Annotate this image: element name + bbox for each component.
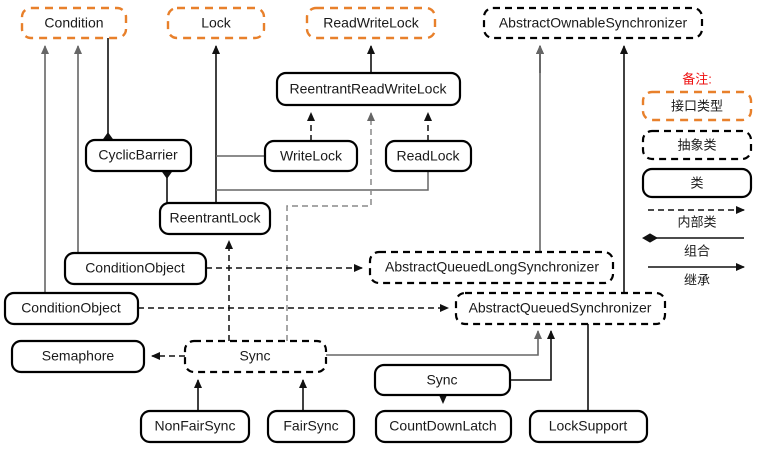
node-semaphore[interactable]: Semaphore	[10, 339, 146, 374]
node-condition[interactable]: Condition	[20, 6, 128, 40]
node-reentrantlock[interactable]: ReentrantLock	[158, 201, 272, 236]
legend-label-inheritance: 继承	[684, 272, 710, 287]
node-countdownlatch[interactable]: CountDownLatch	[374, 409, 513, 444]
node-label-abstractqueuedlongsynchronizer: AbstractQueuedLongSynchronizer	[385, 259, 599, 275]
node-abstractownablesynchronizer[interactable]: AbstractOwnableSynchronizer	[482, 6, 704, 40]
node-label-reentrantlock: ReentrantLock	[169, 210, 261, 226]
node-readwritelock[interactable]: ReadWriteLock	[305, 6, 437, 40]
edge-syncB-aqs	[510, 330, 555, 381]
node-label-fairsync: FairSync	[283, 418, 338, 434]
node-label-lock: Lock	[201, 15, 232, 31]
node-conditionobject-lower[interactable]: ConditionObject	[3, 291, 140, 326]
node-nonfairsync[interactable]: NonFairSync	[139, 409, 251, 444]
legend-label-interface: 接口类型	[671, 98, 723, 113]
node-label-conditionobject-lower: ConditionObject	[21, 300, 121, 316]
edge-condition-cyclicbarrier	[102, 38, 114, 148]
legend-label-inner-class: 内部类	[677, 214, 716, 229]
node-label-conditionobject-upper: ConditionObject	[85, 260, 185, 276]
legend-label-abstract: 抽象类	[677, 137, 716, 152]
node-label-sync-abstract: Sync	[239, 348, 270, 364]
node-label-sync-class: Sync	[426, 372, 457, 388]
node-abstractqueuedlongsynchronizer[interactable]: AbstractQueuedLongSynchronizer	[368, 250, 615, 285]
node-label-reentrantreadwritelock: ReentrantReadWriteLock	[290, 81, 448, 97]
node-lock[interactable]: Lock	[166, 6, 266, 40]
node-locksupport[interactable]: LockSupport	[528, 409, 649, 444]
edge-sync-rrwl	[286, 112, 375, 341]
node-conditionobject-upper[interactable]: ConditionObject	[63, 251, 208, 286]
node-cyclicbarrier[interactable]: CyclicBarrier	[84, 138, 193, 173]
node-label-readwritelock: ReadWriteLock	[323, 15, 419, 31]
edge-readlock-lockline	[216, 171, 429, 191]
node-label-condition: Condition	[44, 15, 103, 31]
node-label-semaphore: Semaphore	[42, 348, 115, 364]
nodes-layer: Condition Lock ReadWriteLock AbstractOwn…	[3, 6, 704, 444]
node-writelock[interactable]: WriteLock	[263, 139, 359, 173]
node-abstractqueuedsynchronizer[interactable]: AbstractQueuedSynchronizer	[454, 291, 667, 326]
node-sync-abstract[interactable]: Sync	[183, 339, 328, 374]
legend-item-inner-class: 内部类	[648, 206, 745, 229]
legend-item-abstract: 抽象类	[641, 129, 753, 161]
node-fairsync[interactable]: FairSync	[266, 409, 356, 444]
node-reentrantreadwritelock[interactable]: ReentrantReadWriteLock	[275, 71, 462, 107]
edge-syncA-aqs	[326, 330, 542, 356]
legend-item-interface: 接口类型	[641, 90, 753, 122]
node-readlock[interactable]: ReadLock	[384, 139, 473, 173]
legend: 备注: 接口类型 抽象类 类 内部类 组合	[641, 71, 753, 287]
node-sync-class[interactable]: Sync	[373, 363, 512, 397]
node-label-nonfairsync: NonFairSync	[155, 418, 236, 434]
node-label-writelock: WriteLock	[280, 148, 343, 164]
node-label-cyclicbarrier: CyclicBarrier	[98, 147, 178, 163]
legend-item-inheritance: 继承	[648, 263, 745, 287]
node-label-abstractqueuedsynchronizer: AbstractQueuedSynchronizer	[469, 300, 652, 316]
node-label-countdownlatch: CountDownLatch	[389, 418, 496, 434]
edges-layer	[41, 38, 628, 411]
node-label-locksupport: LockSupport	[549, 418, 628, 434]
legend-title: 备注:	[682, 71, 712, 86]
legend-item-composition: 组合	[641, 233, 744, 258]
node-label-readlock: ReadLock	[396, 148, 460, 164]
node-label-abstractownablesynchronizer: AbstractOwnableSynchronizer	[499, 15, 688, 31]
legend-label-composition: 组合	[684, 243, 710, 258]
legend-item-class: 类	[641, 167, 753, 199]
legend-label-class: 类	[690, 175, 703, 190]
